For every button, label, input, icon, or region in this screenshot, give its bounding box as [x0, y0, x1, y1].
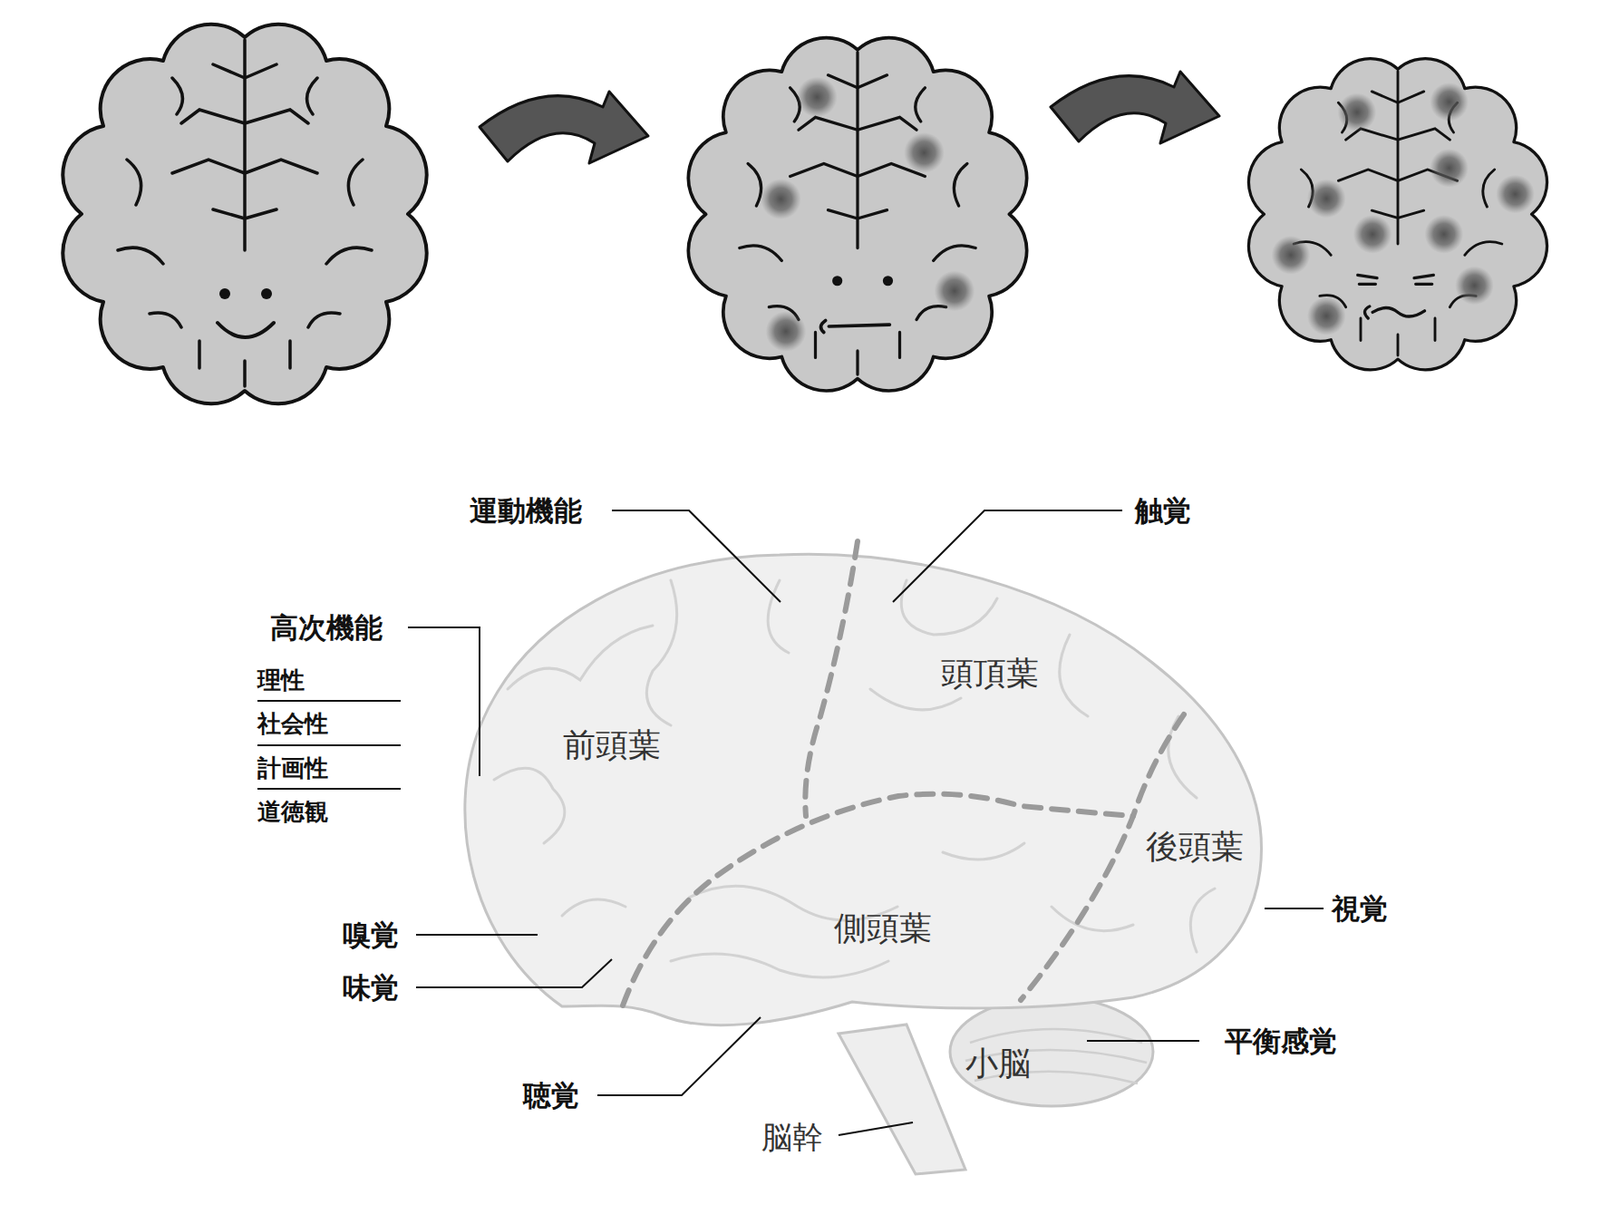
lobe-name: 小脳: [965, 1045, 1031, 1082]
function-label: 嗅覚: [342, 919, 399, 951]
lobe-name: 頭頂葉: [940, 655, 1039, 692]
sub-function-label: 道徳観: [257, 798, 329, 825]
part-name: 脳幹: [761, 1120, 824, 1154]
lobe-name: 側頭葉: [833, 910, 932, 947]
function-label: 味覚: [342, 971, 399, 1003]
function-label: 平衡感覚: [1224, 1025, 1338, 1057]
sub-function-label: 社会性: [257, 710, 329, 737]
sub-function-label: 理性: [257, 667, 305, 694]
function-label: 触覚: [1134, 494, 1192, 526]
function-label: 聴覚: [523, 1079, 580, 1111]
sub-function-label: 計画性: [257, 755, 329, 782]
function-label: 高次機能: [270, 611, 383, 643]
lobe-name: 前頭葉: [562, 727, 661, 764]
lobe-name: 後頭葉: [1145, 828, 1244, 865]
function-label: 視覚: [1331, 892, 1388, 924]
function-label: 運動機能: [469, 494, 582, 526]
